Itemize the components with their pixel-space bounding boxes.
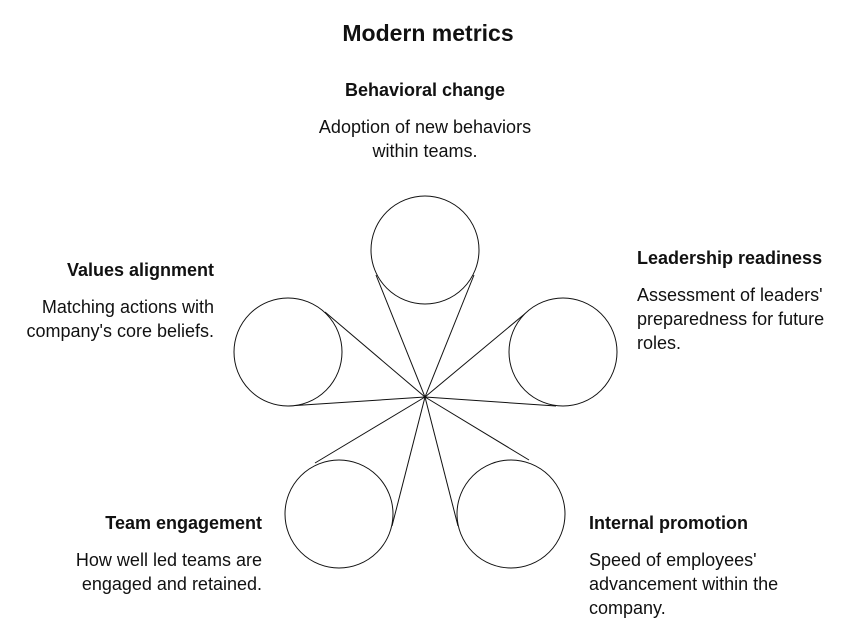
petal-edge bbox=[424, 396, 530, 461]
petal-edge bbox=[287, 396, 426, 407]
petal-circle bbox=[456, 459, 566, 569]
diagram-title: Modern metrics bbox=[342, 20, 514, 46]
petal-team-engagement bbox=[284, 396, 426, 569]
metric-heading: Leadership readiness bbox=[637, 248, 823, 268]
petal-internal-promotion bbox=[424, 396, 566, 569]
metric-description: Speed of employees' advancement within t… bbox=[589, 550, 779, 618]
metric-heading: Values alignment bbox=[66, 260, 214, 280]
metric-description: Matching actions with company's core bel… bbox=[26, 297, 214, 341]
metric-team-engagement: Team engagement How well led teams are e… bbox=[62, 511, 262, 596]
petal-edge bbox=[424, 396, 459, 527]
metric-description: Assessment of leaders' preparedness for … bbox=[637, 285, 825, 353]
metric-leadership-readiness: Leadership readiness Assessment of leade… bbox=[637, 246, 851, 355]
metric-heading: Team engagement bbox=[105, 513, 262, 533]
petal-behavioral-change bbox=[370, 195, 480, 398]
petal-edge bbox=[314, 396, 426, 464]
metric-behavioral-change: Behavioral change Adoption of new behavi… bbox=[318, 78, 532, 163]
petal-edge bbox=[324, 311, 426, 398]
petal-circle bbox=[284, 459, 394, 569]
metric-heading: Internal promotion bbox=[589, 513, 748, 533]
petal-edge bbox=[424, 311, 528, 398]
petal-values-alignment bbox=[233, 297, 426, 407]
petal-leadership-readiness bbox=[424, 297, 618, 407]
metric-description: How well led teams are engaged and retai… bbox=[75, 550, 262, 594]
petal-edge bbox=[375, 274, 426, 398]
petal-edge bbox=[391, 396, 426, 527]
petal-edge bbox=[424, 396, 557, 407]
metric-internal-promotion: Internal promotion Speed of employees' a… bbox=[589, 511, 803, 620]
petal-edge bbox=[424, 274, 475, 398]
petal-circle bbox=[370, 195, 480, 305]
metric-values-alignment: Values alignment Matching actions with c… bbox=[4, 258, 214, 343]
petal-circle bbox=[233, 297, 343, 407]
metric-description: Adoption of new behaviors within teams. bbox=[318, 117, 532, 161]
petal-circle bbox=[508, 297, 618, 407]
metric-heading: Behavioral change bbox=[344, 80, 506, 100]
